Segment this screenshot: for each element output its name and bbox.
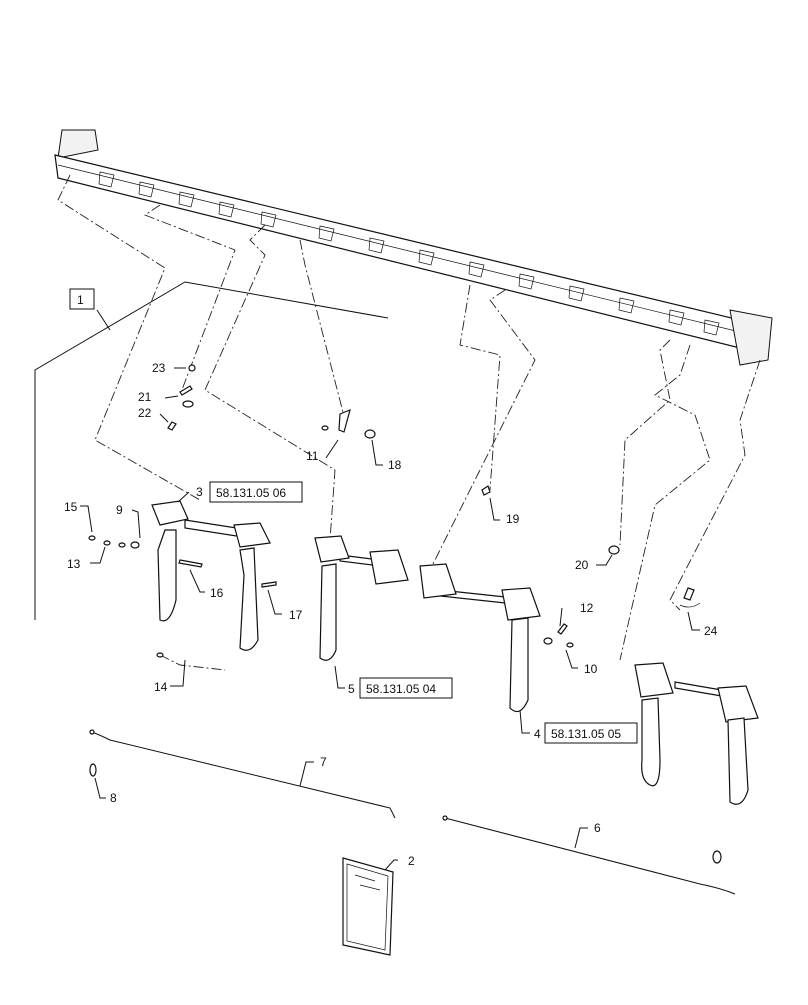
- callout-8: 8: [110, 791, 117, 805]
- callout-24: 24: [704, 624, 718, 638]
- cables: [89, 729, 736, 895]
- scraper-assembly-4: [419, 563, 541, 713]
- callout-20: 20: [575, 558, 589, 572]
- callout-18: 18: [388, 458, 402, 472]
- callout-15: 15: [64, 500, 78, 514]
- callout-3: 3: [196, 485, 203, 499]
- callout-labels: 1 2 3 4 5 6 7 8 9 10 11 12 13 14 15 16 1…: [64, 288, 718, 868]
- scraper-assembly-3: [151, 500, 271, 651]
- callout-1: 1: [77, 293, 84, 307]
- callout-9: 9: [116, 503, 123, 517]
- manual-book: [342, 857, 394, 956]
- reference-item-5: 58.131.05 04: [366, 682, 436, 696]
- reference-item-3: 58.131.05 06: [216, 486, 286, 500]
- callout-11: 11: [306, 449, 319, 463]
- callout-leaders: [80, 367, 700, 871]
- callout-6: 6: [594, 821, 601, 835]
- callout-7: 7: [320, 755, 327, 769]
- leader-lines: [57, 174, 761, 671]
- callout-10: 10: [584, 662, 598, 676]
- callout-17: 17: [289, 608, 303, 622]
- callout-4: 4: [534, 727, 541, 741]
- callout-16: 16: [210, 586, 224, 600]
- reference-boxes: 58.131.05 06 58.131.05 04 58.131.05 05: [209, 481, 638, 744]
- callout-21: 21: [138, 390, 152, 404]
- callout-19: 19: [506, 512, 520, 526]
- callout-23: 23: [152, 361, 166, 375]
- callout-5: 5: [348, 682, 355, 696]
- item-1-leader: [34, 281, 389, 620]
- callout-14: 14: [154, 680, 168, 694]
- callout-13: 13: [67, 557, 81, 571]
- callout-2: 2: [408, 854, 415, 868]
- callout-22: 22: [138, 406, 152, 420]
- main-frame-bar: [54, 129, 773, 366]
- reference-item-4: 58.131.05 05: [551, 727, 621, 741]
- scraper-assembly-right: [634, 662, 759, 805]
- callout-12: 12: [580, 601, 594, 615]
- scraper-assembly-5: [314, 535, 409, 661]
- hardware-parts: [88, 364, 701, 658]
